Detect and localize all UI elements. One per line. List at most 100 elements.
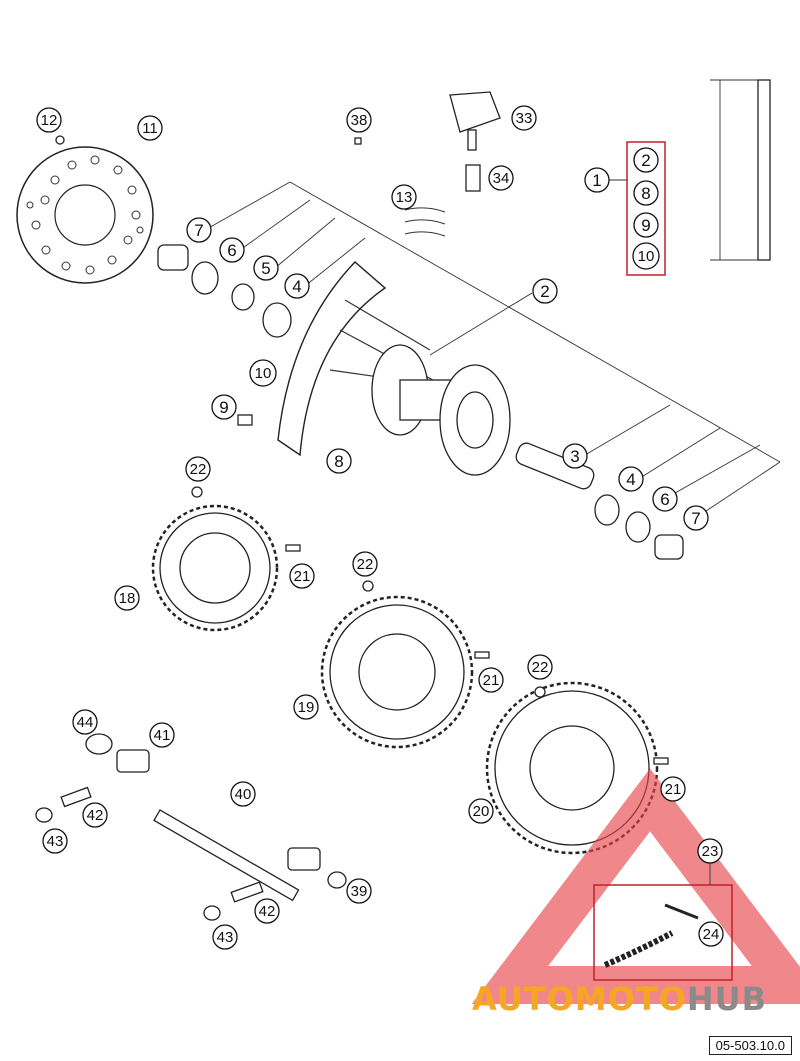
svg-text:43: 43 <box>47 833 64 850</box>
svg-text:22: 22 <box>190 461 207 478</box>
nipple-wrench-33 <box>449 91 501 151</box>
nut-43b <box>203 905 221 921</box>
callout-5: 5 <box>253 255 279 281</box>
callout-20: 20 <box>468 798 494 824</box>
svg-text:38: 38 <box>351 112 368 129</box>
callout-18: 18 <box>114 585 140 611</box>
svg-text:39: 39 <box>351 883 368 900</box>
svg-text:12: 12 <box>41 112 58 129</box>
svg-text:42: 42 <box>259 903 276 920</box>
svg-text:6: 6 <box>660 490 669 509</box>
sprocket-19 <box>320 595 474 749</box>
svg-text:21: 21 <box>665 781 682 798</box>
chain-adjuster-41 <box>116 749 150 773</box>
nut-44 <box>85 733 113 755</box>
callout-24: 24 <box>698 921 724 947</box>
svg-text:33: 33 <box>516 110 533 127</box>
callout-13: 13 <box>391 184 417 210</box>
callout-8: 8 <box>326 448 352 474</box>
svg-text:34: 34 <box>493 170 510 187</box>
callout-22-c: 22 <box>527 654 553 680</box>
callout-21-b: 21 <box>478 667 504 693</box>
callout-41: 41 <box>149 722 175 748</box>
callout-3: 3 <box>562 443 588 469</box>
callout-22-b: 22 <box>352 551 378 577</box>
chain-adjuster-right <box>287 847 321 871</box>
svg-text:8: 8 <box>641 184 650 203</box>
callout-11: 11 <box>137 115 163 141</box>
svg-text:43: 43 <box>217 929 234 946</box>
watermark-text: AUTOMOTOHUB <box>472 980 767 1018</box>
svg-text:22: 22 <box>532 659 549 676</box>
bearing-4-right <box>594 494 620 526</box>
svg-text:9: 9 <box>219 398 228 417</box>
callout-9-group: 9 <box>633 212 659 238</box>
callout-34: 34 <box>488 165 514 191</box>
circlip-5-left <box>231 283 255 311</box>
callout-10-group: 10 <box>632 242 660 270</box>
wheel-hub <box>371 344 511 476</box>
callout-1: 1 <box>584 167 610 193</box>
callout-23: 23 <box>697 838 723 864</box>
callout-42-b: 42 <box>254 898 280 924</box>
cap-39 <box>327 871 347 889</box>
svg-text:24: 24 <box>703 926 720 943</box>
group-box-1 <box>626 141 666 276</box>
svg-text:18: 18 <box>119 590 136 607</box>
callout-10: 10 <box>249 359 277 387</box>
svg-text:4: 4 <box>292 277 301 296</box>
svg-text:19: 19 <box>298 699 315 716</box>
svg-text:7: 7 <box>691 509 700 528</box>
svg-text:8: 8 <box>334 452 343 471</box>
spacer-7-right <box>654 534 684 560</box>
rim-tape-13 <box>404 207 446 237</box>
svg-text:22: 22 <box>357 556 374 573</box>
svg-text:21: 21 <box>294 568 311 585</box>
screw-42a <box>60 786 92 808</box>
svg-text:40: 40 <box>235 786 252 803</box>
callout-2-group: 2 <box>633 147 659 173</box>
nut-43a <box>35 807 53 823</box>
callout-6-right: 6 <box>652 486 678 512</box>
callout-40: 40 <box>230 781 256 807</box>
callout-44: 44 <box>72 709 98 735</box>
svg-text:10: 10 <box>638 248 655 265</box>
callout-33: 33 <box>511 105 537 131</box>
group-box-23 <box>593 884 733 981</box>
callout-22-a: 22 <box>185 456 211 482</box>
callout-38: 38 <box>346 107 372 133</box>
svg-text:42: 42 <box>87 807 104 824</box>
callout-2: 2 <box>532 278 558 304</box>
svg-text:23: 23 <box>702 843 719 860</box>
svg-text:21: 21 <box>483 672 500 689</box>
chain-24 <box>603 903 699 968</box>
spacer-7-left <box>157 244 189 271</box>
seal-6-right <box>625 511 651 543</box>
svg-text:2: 2 <box>540 282 549 301</box>
svg-text:13: 13 <box>396 189 413 206</box>
nipple-34 <box>465 164 481 192</box>
callout-21-c: 21 <box>660 776 686 802</box>
bearing-4-left <box>262 302 292 338</box>
document-number: 05-503.10.0 <box>708 1036 792 1055</box>
svg-text:4: 4 <box>626 470 635 489</box>
callout-4-right: 4 <box>618 466 644 492</box>
sprocket-nuts-bolts <box>191 486 669 765</box>
sprocket-18 <box>151 504 279 632</box>
svg-text:5: 5 <box>261 259 270 278</box>
callout-39: 39 <box>346 878 372 904</box>
svg-text:1: 1 <box>592 171 601 190</box>
svg-text:7: 7 <box>194 221 203 240</box>
spoke-set <box>757 79 771 261</box>
screw-42b <box>230 881 264 903</box>
svg-text:41: 41 <box>154 727 171 744</box>
callout-9: 9 <box>211 394 237 420</box>
svg-text:20: 20 <box>473 803 490 820</box>
svg-text:6: 6 <box>227 241 236 260</box>
callout-42-a: 42 <box>82 802 108 828</box>
svg-text:44: 44 <box>77 714 94 731</box>
callout-4-left: 4 <box>284 273 310 299</box>
rim-lock-9 <box>237 414 253 426</box>
leader-lines <box>204 79 781 516</box>
